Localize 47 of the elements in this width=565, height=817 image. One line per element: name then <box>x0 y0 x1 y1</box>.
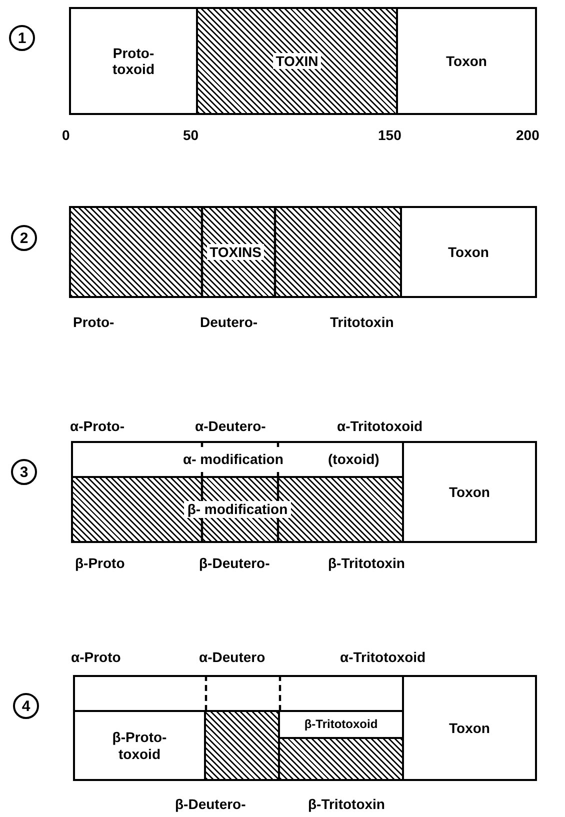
hatched-segment <box>196 7 398 115</box>
segment-label: Toxon <box>446 52 487 70</box>
segment-label: TOXIN <box>272 52 322 70</box>
hatched-band <box>69 206 402 298</box>
segment-label: Toxon <box>449 720 490 736</box>
scale-label: α-Deutero <box>199 649 266 665</box>
scale-label: α-Deutero- <box>195 418 266 434</box>
scale-label: 50 <box>183 127 199 143</box>
segment-label: β-Proto- toxoid <box>111 729 168 762</box>
empty-band <box>73 675 404 712</box>
scale-label: 150 <box>378 127 402 143</box>
scale-label: Deutero- <box>200 314 258 330</box>
segment-label: (toxoid) <box>328 451 380 468</box>
scale-label: β-Deutero- <box>175 796 246 812</box>
segment <box>396 7 537 115</box>
scale-label: β-Tritotoxin <box>308 796 385 812</box>
panel-number: 2 <box>11 225 37 251</box>
scale-label: 0 <box>62 127 70 143</box>
scale-label: α-Proto- <box>70 418 124 434</box>
scale-label: α-Tritotoxoid <box>337 418 423 434</box>
segment <box>400 206 537 298</box>
scale-label: Proto- <box>73 314 114 330</box>
scale-label: β-Proto <box>75 555 125 571</box>
segment-label: α- modification <box>183 451 284 468</box>
hatched-band <box>71 476 404 543</box>
segment-label: Toxon <box>448 244 489 260</box>
scale-label: β-Deutero- <box>199 555 270 571</box>
segment-label: Toxon <box>449 484 490 500</box>
segment-label: Proto- toxoid <box>112 44 156 78</box>
panel-number: 3 <box>11 459 37 485</box>
panel-number: 1 <box>9 25 35 51</box>
segment-label: β- modification <box>184 501 291 518</box>
segment <box>402 441 537 543</box>
segment-label: β-Tritotoxoid <box>304 718 378 732</box>
hatched-segment <box>278 737 404 781</box>
scale-label: Tritotoxin <box>330 314 394 330</box>
band <box>71 441 404 478</box>
scale-label: α-Tritotoxoid <box>340 649 426 665</box>
segment <box>69 7 198 115</box>
segment-label: TOXINS <box>206 244 264 260</box>
scale-label: α-Proto <box>71 649 121 665</box>
scale-label: β-Tritotoxin <box>328 555 405 571</box>
segment <box>402 675 537 781</box>
segment <box>73 710 206 781</box>
scale-label: 200 <box>516 127 540 143</box>
panel-number: 4 <box>13 693 39 719</box>
hatched-segment <box>204 710 280 781</box>
